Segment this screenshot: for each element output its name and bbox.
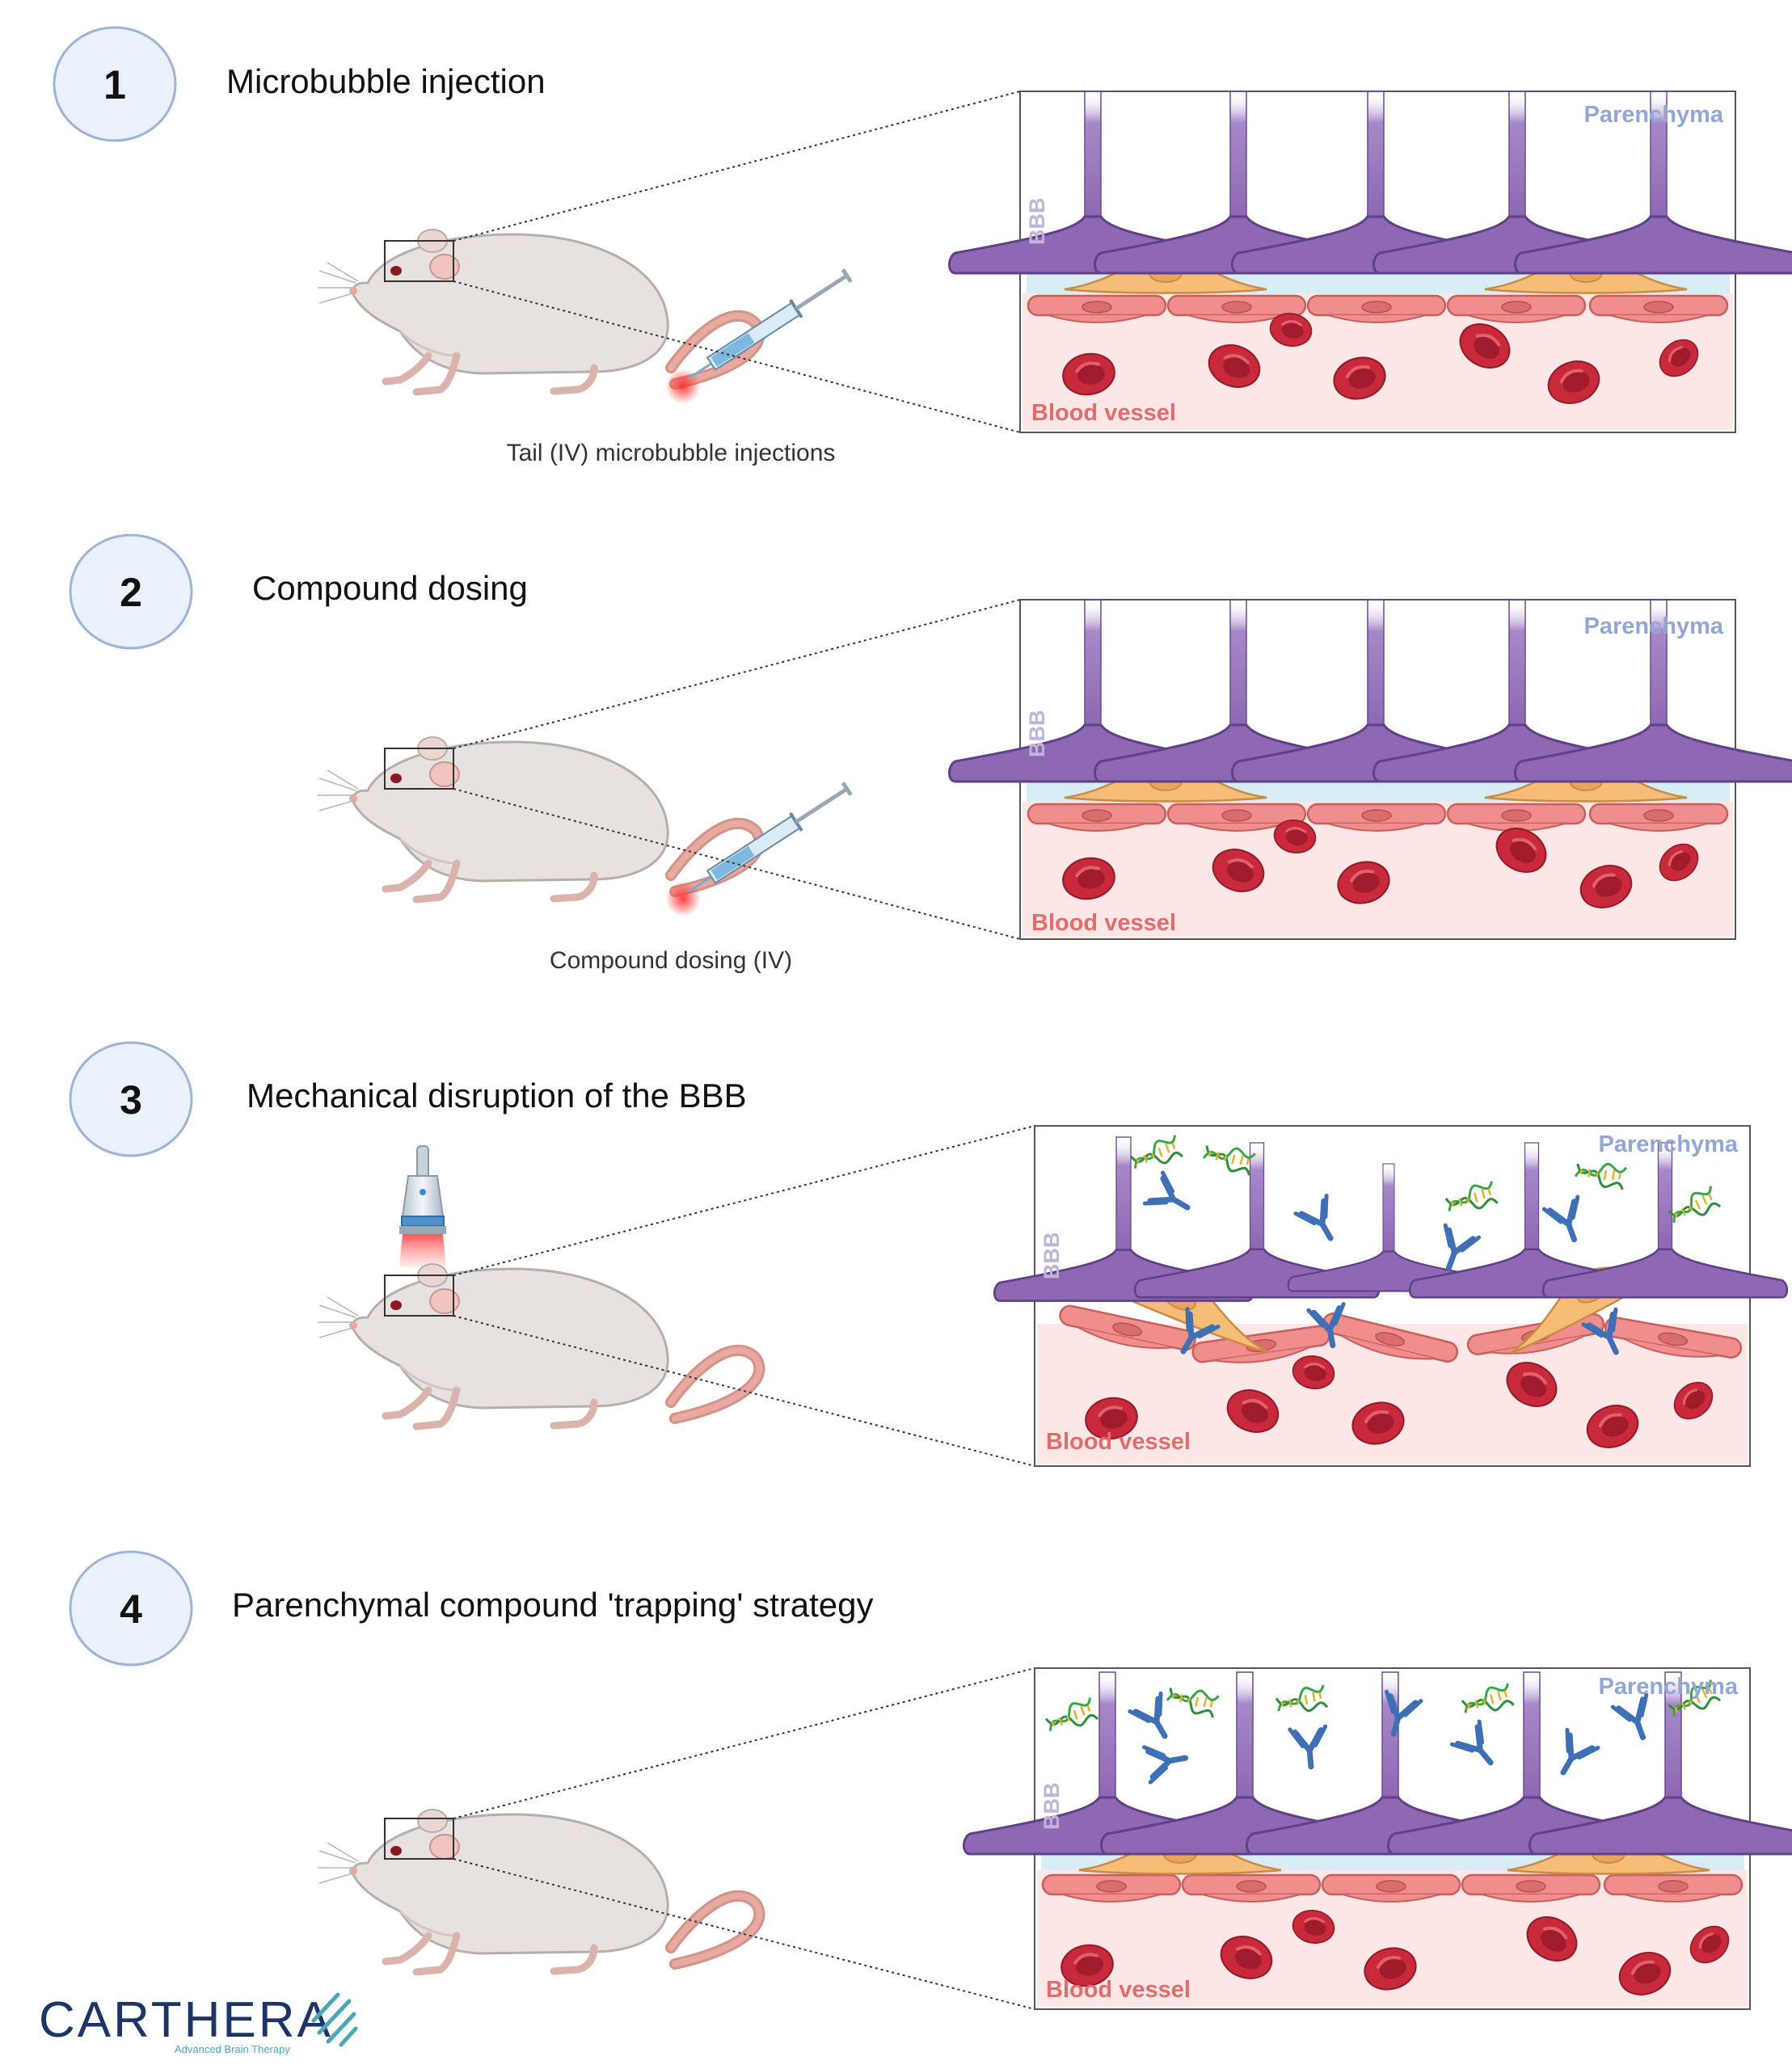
step-number: 4 (120, 1587, 142, 1632)
step-title: Compound dosing (252, 569, 528, 607)
blood-vessel-label: Blood vessel (1046, 1429, 1191, 1455)
blood-vessel-label: Blood vessel (1031, 400, 1176, 426)
step-badge: 1 (53, 26, 177, 142)
blood-vessel-label: Blood vessel (1046, 1977, 1191, 2003)
zoom-box (384, 240, 454, 282)
blood-vessel-label: Blood vessel (1031, 910, 1176, 936)
mouse-icon (318, 737, 759, 900)
step-title: Mechanical disruption of the BBB (247, 1077, 747, 1115)
bbb-label: BBB (1025, 198, 1049, 246)
zoom-box (384, 1275, 454, 1317)
bbb-label: BBB (1025, 710, 1049, 758)
zoom-box (384, 1818, 454, 1860)
zoom-box (384, 748, 454, 790)
step-number: 1 (103, 62, 126, 107)
step-4: 4 Parenchymal compound 'trapping' strate… (69, 1550, 1792, 2010)
step-title: Parenchymal compound 'trapping' strategy (232, 1586, 873, 1624)
endothelial-cell-icon (1027, 294, 1729, 324)
step-2: 2 Compound dosing Compound dosing (IV) (69, 533, 1792, 974)
step-number: 2 (120, 570, 142, 615)
bbb-panel: Parenchyma Blood vessel BBB (963, 1667, 1792, 2010)
mouse-icon (318, 1264, 759, 1426)
bbb-label: BBB (1039, 1783, 1064, 1831)
mouse-icon (318, 1810, 759, 1972)
step-badge: 3 (69, 1041, 193, 1157)
parenchyma-label: Parenchyma (1584, 102, 1724, 128)
parenchyma-label: Parenchyma (1584, 613, 1724, 639)
parenchyma-label: Parenchyma (1599, 1674, 1739, 1700)
logo-name: CARTHERA (39, 1992, 333, 2048)
bbb-label: BBB (1039, 1233, 1064, 1280)
bbb-panel: Parenchyma Blood vessel BBB (993, 1125, 1789, 1467)
step-number: 3 (120, 1077, 142, 1123)
logo-mark-icon (311, 1992, 358, 2047)
bbb-panel: Parenchyma Blood vessel BBB (948, 90, 1792, 433)
step-badge: 4 (69, 1550, 193, 1667)
parenchyma-label: Parenchyma (1599, 1131, 1739, 1157)
logo-tagline: Advanced Brain Therapy (175, 2043, 290, 2055)
carthera-logo: CARTHERA Advanced Brain Therapy (39, 1992, 358, 2055)
endothelial-cell-icon (1041, 1873, 1744, 1903)
bbb-panel: Parenchyma Blood vessel BBB (948, 598, 1792, 940)
step-title: Microbubble injection (226, 62, 546, 100)
step-1: 1 Microbubble injection Tail (IV) microb… (53, 26, 1792, 466)
mouse-icon (318, 230, 759, 392)
endothelial-cell-icon (1027, 803, 1729, 832)
step-badge: 2 (69, 533, 193, 650)
ultrasound-probe-icon (399, 1145, 446, 1267)
step-caption: Tail (IV) microbubble injections (507, 440, 836, 466)
step-caption: Compound dosing (IV) (550, 947, 792, 974)
step-3: 3 Mechanical disruption of the BBB (69, 1041, 1789, 1467)
